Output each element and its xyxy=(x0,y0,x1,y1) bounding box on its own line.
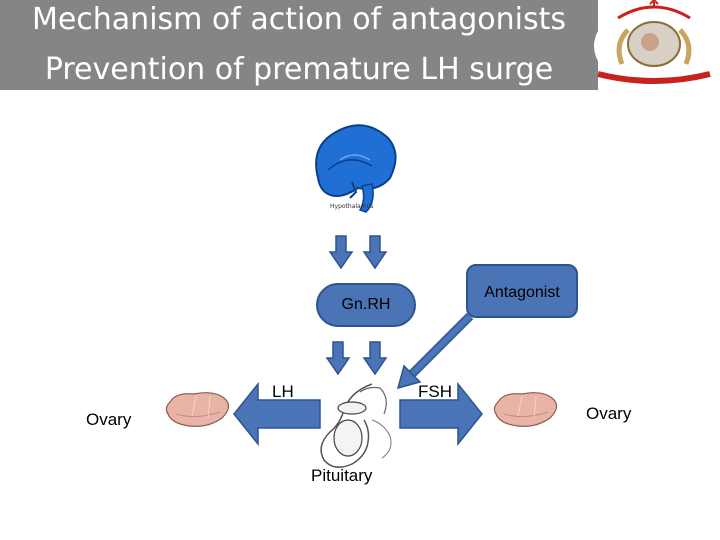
down-arrow-right-1 xyxy=(362,235,388,270)
pituitary-label: Pituitary xyxy=(311,466,373,485)
slide-title: Mechanism of action of antagonists xyxy=(31,2,567,37)
ovary-right-label: Ovary xyxy=(586,404,632,423)
gnrh-box: Gn.RH xyxy=(316,283,416,327)
lh-label: LH xyxy=(272,382,294,401)
ovary-right-image xyxy=(493,392,558,427)
logo-emblem xyxy=(594,0,714,88)
antagonist-arrow xyxy=(396,312,474,390)
down-arrow-left-1 xyxy=(328,235,354,270)
lh-arrow xyxy=(233,381,321,447)
antagonist-box: Antagonist xyxy=(466,264,578,318)
fsh-label: FSH xyxy=(418,382,452,401)
brain-icon xyxy=(315,124,397,213)
pituitary-icon xyxy=(320,383,392,468)
brain-caption: Hypothalamus xyxy=(330,203,374,210)
slide-subtitle: Prevention of premature LH surge xyxy=(44,52,554,87)
antagonist-label: Antagonist xyxy=(484,284,560,301)
gnrh-label: Gn.RH xyxy=(341,296,391,313)
ovary-left-image xyxy=(165,392,230,427)
down-arrow-left-2 xyxy=(325,341,351,376)
fsh-arrow xyxy=(399,381,483,447)
down-arrow-right-2 xyxy=(362,341,388,376)
title-banner: Mechanism of action of antagonists Preve… xyxy=(0,0,598,90)
ovary-left-label: Ovary xyxy=(86,410,132,429)
